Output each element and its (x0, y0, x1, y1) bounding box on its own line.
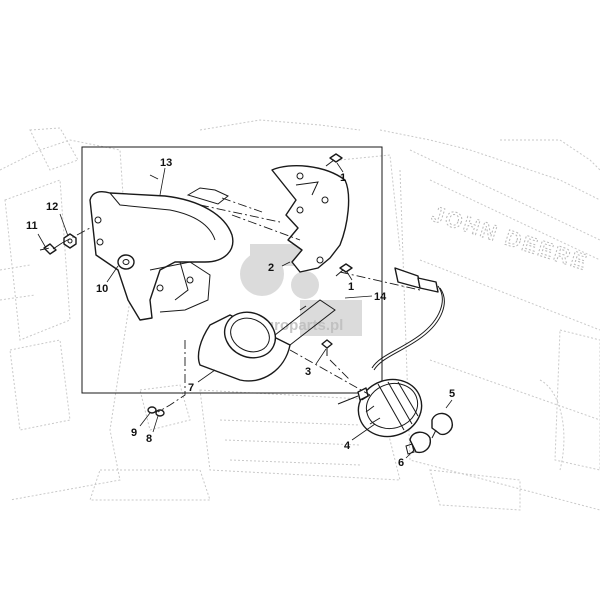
callout-7: 7 (188, 382, 194, 394)
callout-1-lower: 1 (348, 281, 354, 293)
part-9-washer (147, 406, 157, 414)
part-14-connector (371, 267, 445, 371)
part-13-bracket (89, 187, 234, 321)
callout-labels: 1 1 2 3 4 5 6 7 8 9 10 11 12 13 14 (26, 157, 455, 469)
detail-frame (81, 146, 383, 394)
callout-13: 13 (160, 157, 172, 169)
callout-1-upper: 1 (340, 172, 346, 184)
callout-5: 5 (449, 388, 455, 400)
part-8-washer (155, 409, 165, 417)
part-4-lamp (337, 378, 423, 438)
part-1-screw-upper (325, 153, 343, 167)
callout-3: 3 (305, 366, 311, 378)
callout-2: 2 (268, 262, 274, 274)
callout-11: 11 (26, 220, 38, 232)
assembly-phantom-lines (39, 174, 421, 413)
brand-lettering: JOHN DEERE (428, 201, 591, 275)
callout-leaders (37, 162, 453, 459)
callout-14: 14 (374, 291, 387, 303)
callout-8: 8 (146, 433, 152, 445)
part-2-shield (271, 165, 350, 273)
callout-9: 9 (131, 427, 137, 439)
part-10-grommet (117, 254, 135, 270)
part-6-bulb (405, 431, 431, 455)
part-1-screw-lower (335, 263, 353, 277)
part-5-bulb (431, 412, 454, 439)
part-3-screw (321, 339, 333, 356)
callout-6: 6 (398, 457, 404, 469)
callout-4: 4 (344, 440, 351, 452)
callout-12: 12 (46, 201, 58, 213)
watermark-text: agroparts.pl (257, 317, 344, 334)
part-7-housing (197, 299, 336, 382)
callout-10: 10 (96, 283, 108, 295)
part-11-bolt (43, 242, 63, 255)
